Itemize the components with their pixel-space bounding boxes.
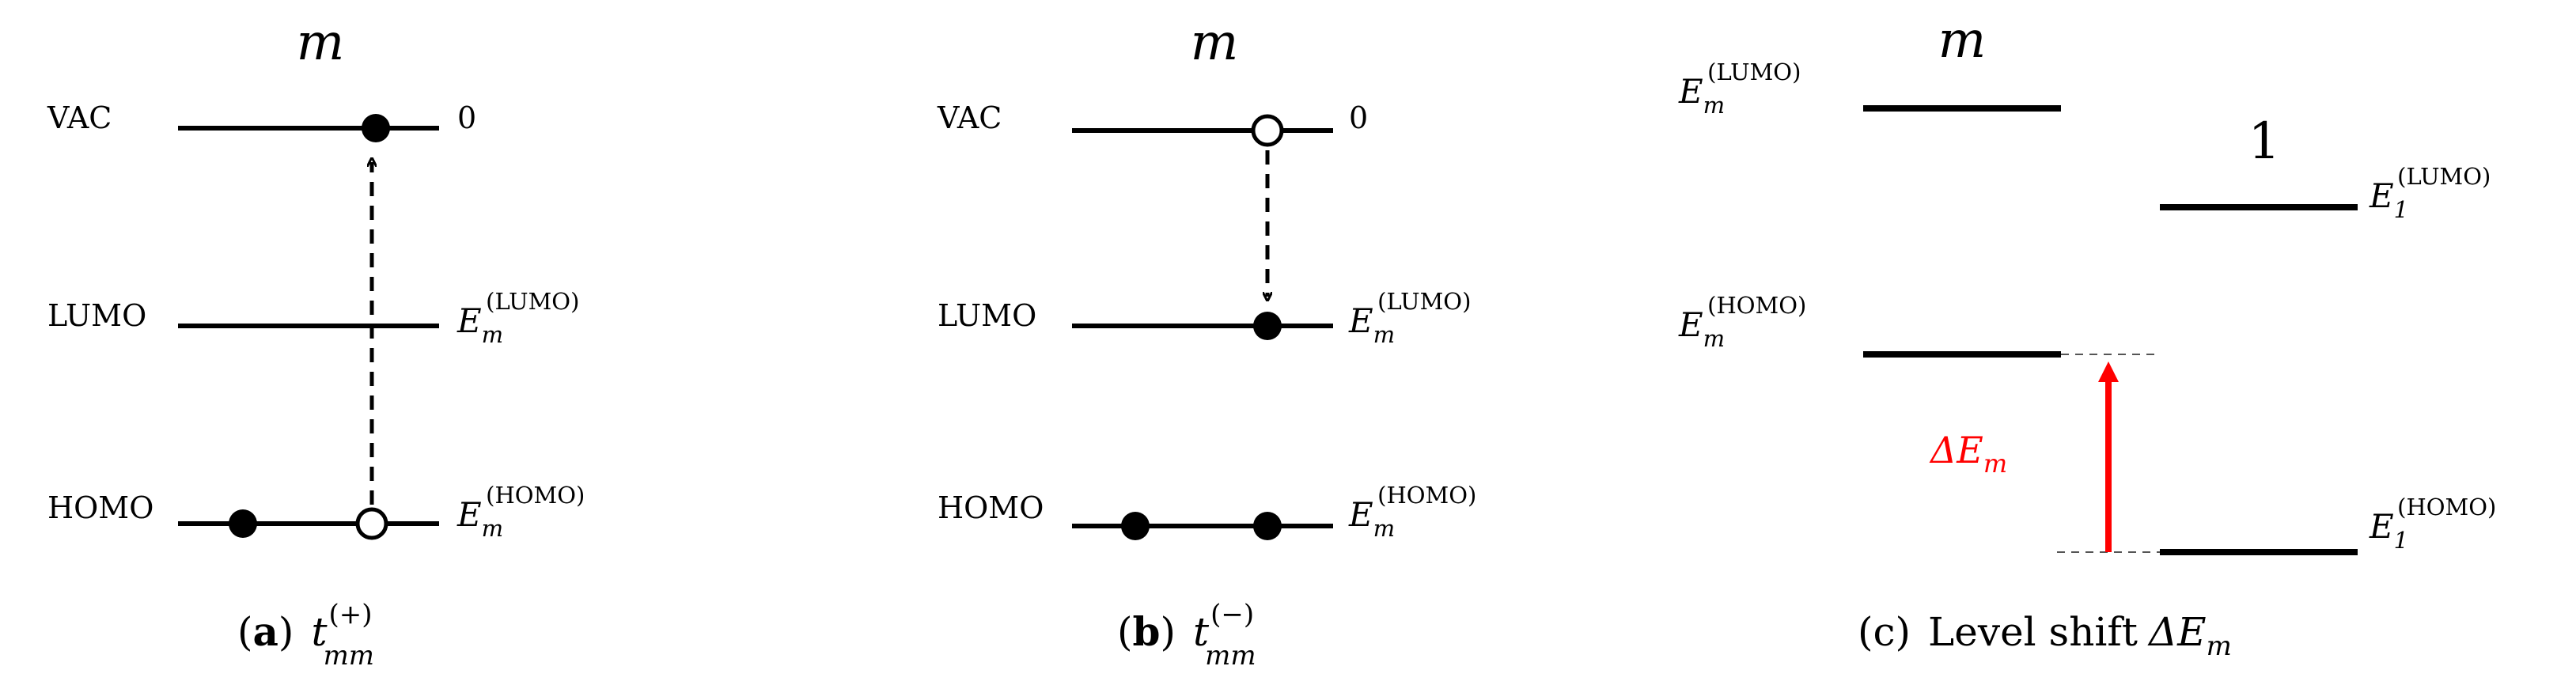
panel-a-lumo-value: Em(LUMO) (456, 288, 579, 348)
panel-b-lumo-value: Em(LUMO) (1348, 288, 1471, 348)
panel-a-homo-electron (229, 509, 257, 538)
panel-a-top-symbol: m (297, 13, 345, 72)
panel-b-lumo-electron (1253, 312, 1282, 340)
panel-b-vac-value: 0 (1349, 100, 1368, 135)
panel-c-right-homo-label: E1(HOMO) (2369, 494, 2496, 554)
panel-b-homo-electron-2 (1253, 512, 1282, 540)
panel-b: m VAC 0 LUMO Em(LUMO) HOMO Em(HOMO) (b)t… (937, 13, 1476, 672)
panel-a-homo-label: HOMO (47, 490, 153, 525)
panel-b-lumo-label: LUMO (938, 298, 1036, 333)
panel-c-left-homo-label: Em(HOMO) (1678, 292, 1806, 352)
panel-c-shift-label: ΔEm (1929, 429, 2007, 479)
panel-c-right-lumo-label: E1(LUMO) (2369, 163, 2491, 223)
panel-a-lumo-label: LUMO (47, 298, 146, 333)
panel-a-homo-value: Em(HOMO) (456, 482, 585, 542)
panel-a-vac-value: 0 (457, 100, 476, 135)
panel-a: m VAC 0 LUMO Em(LUMO) HOMO Em(HOMO) (a)t… (47, 13, 585, 672)
panel-a-vac-electron (362, 114, 390, 142)
panel-b-vac-label: VAC (937, 100, 1002, 135)
panel-b-caption: (b)t(−)mm (1117, 599, 1256, 672)
panel-c-left-symbol: m (1938, 11, 1987, 70)
panel-b-homo-electron-1 (1121, 512, 1150, 540)
panel-b-top-symbol: m (1191, 13, 1239, 72)
panel-c-left-lumo-label: Em(LUMO) (1678, 59, 1801, 119)
panel-c-right-symbol: 1 (2248, 112, 2281, 171)
panel-a-vac-label: VAC (47, 100, 112, 135)
panel-b-homo-value: Em(HOMO) (1348, 482, 1476, 542)
panel-c: m 1 Em(LUMO) Em(HOMO) E1(LUMO) E1(HOMO) … (1678, 11, 2496, 662)
panel-a-caption: (a)t(+)mm (237, 599, 374, 672)
panel-b-vac-hole (1251, 114, 1284, 147)
panel-a-homo-hole (355, 507, 388, 540)
panel-b-homo-label: HOMO (938, 490, 1044, 525)
